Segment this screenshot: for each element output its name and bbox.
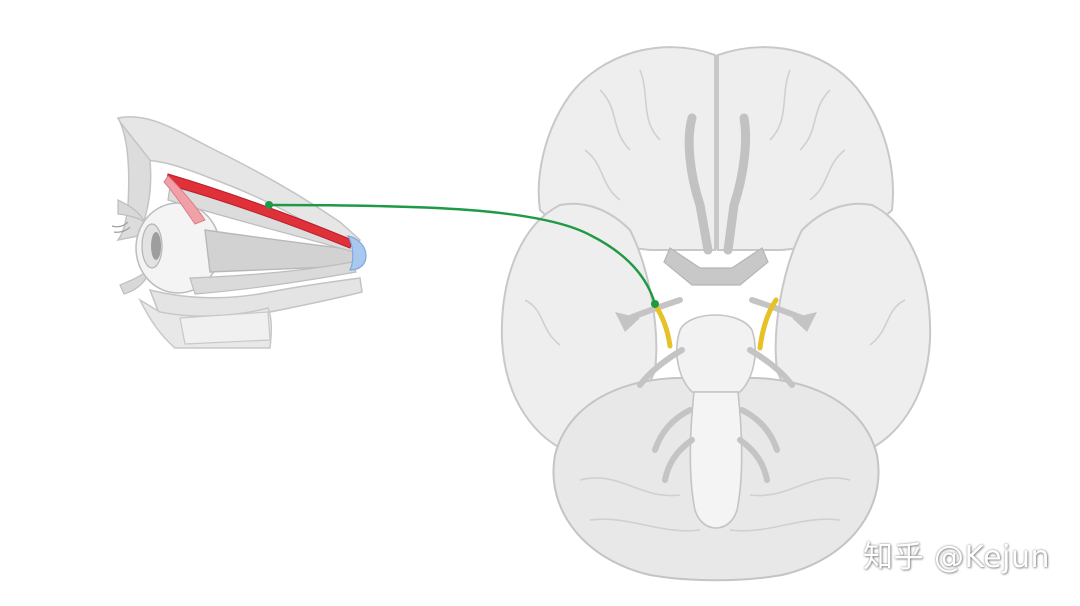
pons [676,314,756,393]
watermark-text: 知乎 @Kejun [862,540,1050,575]
optic-chiasm [663,247,769,286]
medulla [689,391,743,529]
cranial-nerves-right [737,297,805,483]
olfactory-tract-right [723,113,750,255]
sinus-box [179,311,271,345]
pathway-end-dot [651,300,659,308]
inferior-rectus [189,261,357,295]
pathway-line [268,203,657,305]
eye-orbit-illustration [111,116,367,349]
orbital-roof [116,116,362,251]
tendinous-ring [346,235,367,271]
brain-inferior-view-illustration [500,46,932,582]
highlighted-nerve-right [757,297,779,351]
iris [151,232,161,260]
muscle-tendon-fan [163,175,206,225]
pathway-start-dot [265,201,273,209]
olfactory-tract-left [684,113,713,255]
highlighted-muscle [165,173,353,249]
temporal-nerve-stub-left [615,312,640,332]
highlighted-nerve-left [652,302,673,349]
gyri-lines [524,69,906,532]
eyelash [111,221,131,233]
frontal-bone [116,121,152,242]
nerve-pathway [265,201,659,308]
temporal-nerve-stub-right [792,312,817,332]
